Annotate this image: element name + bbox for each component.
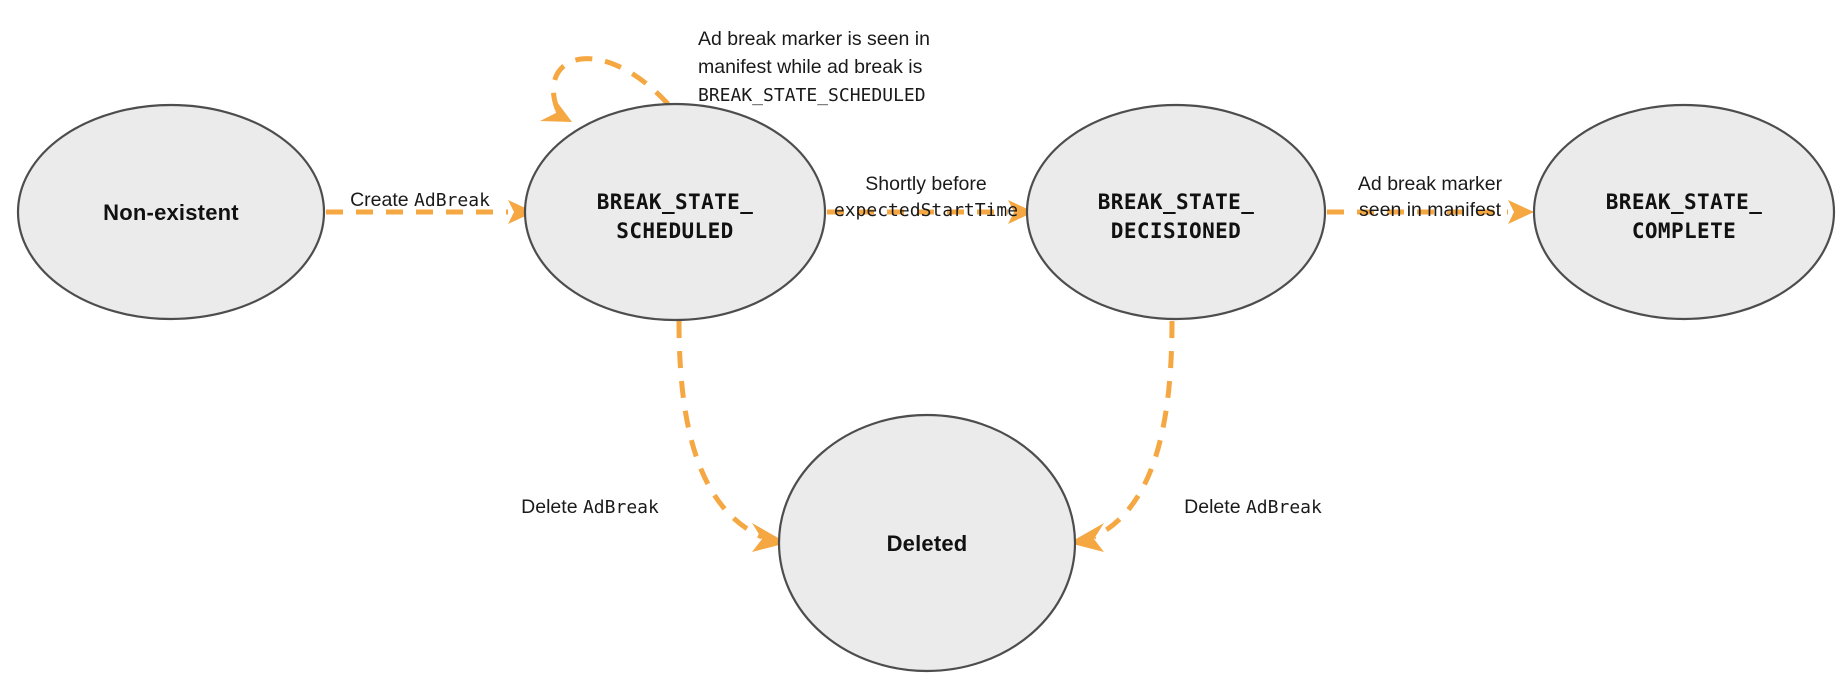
edge-decisioned-to-complete: [1327, 200, 1534, 224]
edge-scheduled-to-deleted: [676, 320, 787, 552]
edge-label-create-adbreak-part-mono: AdBreak: [414, 190, 490, 211]
edge-label-create-adbreak-part-sans: Create: [350, 189, 414, 211]
edge-label-decisioned-to-deleted: Delete AdBreak: [1184, 496, 1322, 518]
edge-label-decisioned-to-deleted-text: Delete AdBreak: [1184, 496, 1322, 518]
edge-label-decisioned-to-deleted-part-mono: AdBreak: [1246, 497, 1322, 518]
node-break-state-complete-label-line2: COMPLETE: [1632, 219, 1736, 243]
edge-label-decisioned-to-complete: Ad break marker seen in manifest: [1358, 173, 1503, 221]
edge-label-scheduled-self-loop-line2: manifest while ad break is: [698, 56, 923, 78]
node-deleted[interactable]: Deleted: [777, 413, 1077, 673]
edge-scheduled-self-loop-arrowhead: [540, 94, 572, 122]
node-deleted-label: Deleted: [887, 531, 968, 556]
edge-label-scheduled-to-deleted-part-sans: Delete: [521, 496, 583, 518]
edge-label-scheduled-to-decisioned-line2: expectedStartTime: [834, 200, 1018, 221]
edge-scheduled-to-decisioned: [827, 200, 1034, 224]
edge-label-scheduled-self-loop-line3: BREAK_STATE_SCHEDULED: [698, 85, 926, 106]
edge-label-scheduled-to-deleted-text: Delete AdBreak: [521, 496, 659, 518]
node-break-state-decisioned-label-line2: DECISIONED: [1111, 219, 1241, 243]
node-non-existent-label: Non-existent: [103, 200, 239, 225]
edge-label-scheduled-to-decisioned-line1: Shortly before: [865, 173, 986, 195]
node-non-existent[interactable]: Non-existent: [16, 103, 326, 321]
node-break-state-scheduled-label-line1: BREAK_STATE_: [597, 190, 754, 214]
node-break-state-complete-label-line1: BREAK_STATE_: [1606, 190, 1763, 214]
edge-decisioned-to-deleted-line: [1092, 320, 1175, 540]
edge-scheduled-self-loop-line: [551, 56, 670, 120]
node-non-existent-shape[interactable]: [16, 103, 326, 321]
node-break-state-scheduled-label-line2: SCHEDULED: [616, 219, 733, 243]
edge-label-scheduled-self-loop: Ad break marker is seen in manifest whil…: [698, 28, 930, 106]
edge-label-scheduled-to-decisioned: Shortly before expectedStartTime: [834, 173, 1018, 221]
node-deleted-shape[interactable]: [777, 413, 1077, 673]
edge-label-create-adbreak-text: Create AdBreak: [350, 189, 490, 211]
node-break-state-decisioned-label-line1: BREAK_STATE_: [1098, 190, 1255, 214]
edge-label-scheduled-to-deleted-part-mono: AdBreak: [583, 497, 659, 518]
edge-label-scheduled-self-loop-line1: Ad break marker is seen in: [698, 28, 930, 50]
edge-label-decisioned-to-complete-line1: Ad break marker: [1358, 173, 1503, 195]
edge-scheduled-to-deleted-line: [676, 320, 764, 540]
node-break-state-complete[interactable]: BREAK_STATE_ COMPLETE: [1532, 103, 1836, 321]
edge-create-adbreak-arrowhead: [508, 200, 534, 224]
node-break-state-decisioned-shape[interactable]: [1025, 103, 1327, 321]
edge-scheduled-self-loop: [540, 56, 670, 122]
edge-decisioned-to-deleted: [1069, 320, 1175, 552]
node-break-state-decisioned[interactable]: BREAK_STATE_ DECISIONED: [1025, 103, 1327, 321]
node-break-state-complete-shape[interactable]: [1532, 103, 1836, 321]
node-break-state-scheduled[interactable]: BREAK_STATE_ SCHEDULED: [523, 102, 827, 322]
edge-create-adbreak: [326, 200, 534, 224]
edge-label-scheduled-to-deleted: Delete AdBreak: [521, 496, 659, 518]
edge-label-decisioned-to-deleted-part-sans: Delete: [1184, 496, 1246, 518]
node-break-state-scheduled-shape[interactable]: [523, 102, 827, 322]
edge-decisioned-to-complete-arrowhead: [1508, 200, 1534, 224]
edge-label-decisioned-to-complete-line2: seen in manifest: [1359, 199, 1502, 221]
edge-decisioned-to-deleted-arrowhead: [1069, 523, 1104, 552]
edge-label-create-adbreak: Create AdBreak: [350, 189, 490, 211]
edge-scheduled-to-decisioned-arrowhead: [1008, 200, 1034, 224]
